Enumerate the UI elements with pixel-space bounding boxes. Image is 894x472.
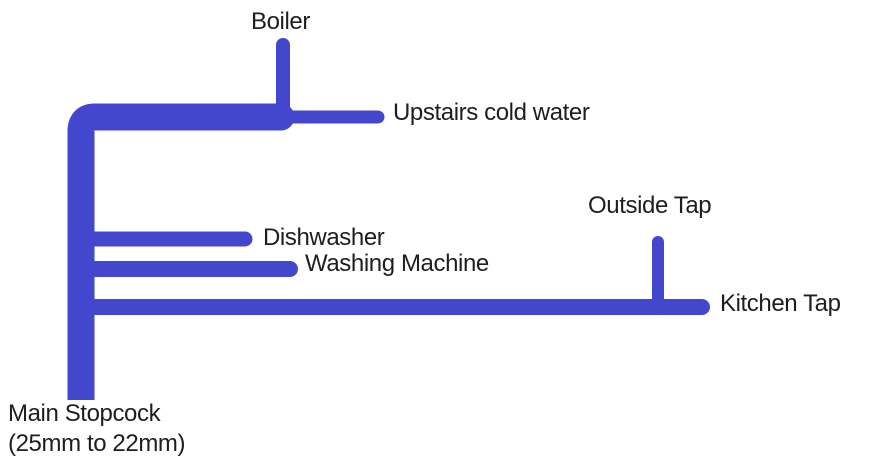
main-stopcock-label-line1: Main Stopcock (8, 400, 161, 427)
kitchen-tap-label: Kitchen Tap (720, 290, 841, 317)
washing-machine-label: Washing Machine (305, 250, 489, 277)
boiler-label: Boiler (251, 8, 310, 35)
outside-tap-label: Outside Tap (588, 192, 712, 219)
main-stopcock-label: Main Stopcock (25mm to 22mm) (8, 399, 186, 459)
dishwasher-label: Dishwasher (263, 224, 385, 251)
main-stopcock-label-line2: (25mm to 22mm) (8, 430, 186, 457)
upstairs-cold-water-label: Upstairs cold water (393, 99, 590, 126)
main-supply-pipe (67, 103, 281, 400)
